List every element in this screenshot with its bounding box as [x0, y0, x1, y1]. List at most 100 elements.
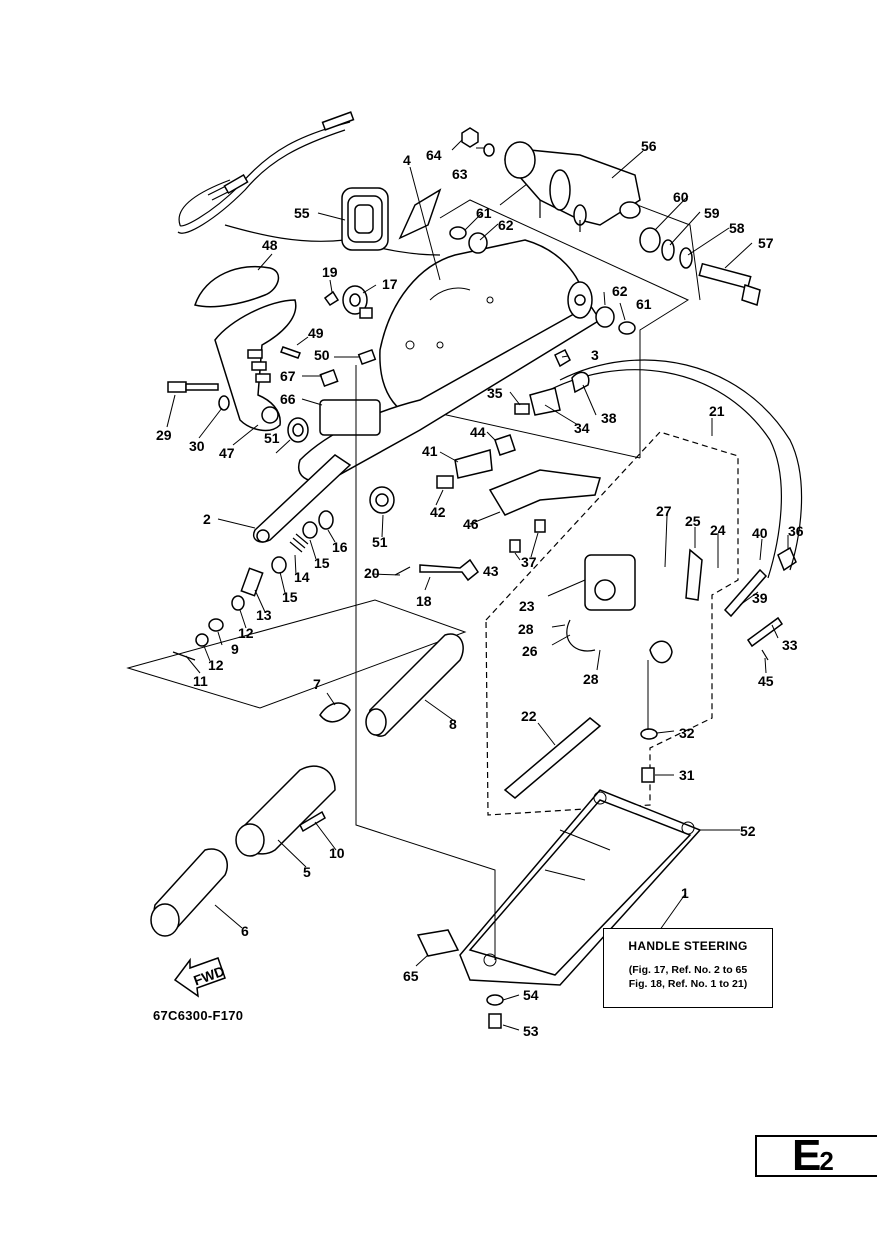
grip-8: [365, 633, 464, 737]
callout-27: 27: [656, 503, 672, 519]
screw-49: [280, 346, 301, 359]
shift-cables: [539, 359, 803, 579]
clamp-42: [436, 475, 454, 489]
shift-rod-22: [503, 717, 602, 799]
washer-61-top: [449, 226, 467, 240]
cam-25: [685, 548, 703, 601]
callout-53: 53: [523, 1023, 539, 1039]
callout-54: 54: [523, 987, 539, 1003]
callout-11: 11: [193, 673, 208, 689]
callout-34: 34: [574, 420, 590, 436]
info-box-note-1: (Fig. 17, Ref. No. 2 to 65: [628, 964, 748, 976]
part-15b: [271, 556, 287, 574]
tiller-arm-2: [253, 454, 352, 543]
callout-16: 16: [332, 539, 348, 555]
callout-2: 2: [203, 511, 211, 527]
callout-14: 14: [294, 569, 310, 585]
shift-bracket-23: [584, 554, 636, 611]
washer-61-right: [618, 321, 636, 335]
callout-46: 46: [463, 516, 479, 532]
callout-20: 20: [364, 565, 380, 581]
part-12a: [231, 595, 245, 611]
pin-11: [172, 651, 196, 661]
part-12b: [195, 633, 209, 647]
callout-5: 5: [303, 864, 311, 880]
clamp-35: [514, 403, 530, 415]
cable-end-33: [746, 616, 784, 648]
bottom-cover-52: [459, 789, 702, 986]
upper-bracket-56: [504, 141, 641, 232]
washer-58: [679, 247, 693, 269]
bracket-66: [319, 399, 381, 436]
callout-21: 21: [709, 403, 725, 419]
plate-50: [357, 348, 377, 366]
part-7: [319, 702, 351, 723]
callout-23: 23: [519, 598, 535, 614]
screw-19: [323, 290, 340, 307]
callout-33: 33: [782, 637, 798, 653]
page-id-number: 2: [819, 1146, 834, 1176]
callout-62b: 62: [612, 283, 628, 299]
page-id-letter: E: [792, 1131, 821, 1180]
callout-9: 9: [231, 641, 239, 657]
tiller-group-outline: [126, 599, 467, 709]
part-9: [208, 618, 224, 632]
callout-28b: 28: [583, 671, 599, 687]
handle-steering-info-box: HANDLE STEERING (Fig. 17, Ref. No. 2 to …: [603, 928, 773, 1008]
callout-37: 37: [521, 554, 537, 570]
frame-outline: [414, 199, 690, 459]
callout-17: 17: [382, 276, 398, 292]
bushing-60: [639, 227, 661, 253]
callout-labels: 1 2 3 4 5 6 7 8 9 10 11 12 12 13 14 15 1…: [156, 138, 804, 1039]
page-id-box: E2: [755, 1131, 877, 1180]
callout-42: 42: [430, 504, 446, 520]
pin-18: [419, 558, 480, 582]
cable-shift-40: [723, 568, 768, 618]
callout-38: 38: [601, 410, 617, 426]
tiller-small-parts: [172, 510, 334, 661]
bushing-51-left: [287, 417, 309, 443]
callout-44: 44: [470, 424, 486, 440]
callout-61a: 61: [476, 205, 492, 221]
bolt-29: [167, 381, 219, 393]
bushing-51-right: [369, 486, 395, 514]
fwd-arrow: FWD: [173, 957, 227, 998]
callout-8: 8: [449, 716, 457, 732]
callout-29: 29: [156, 427, 172, 443]
callout-leaders: [166, 139, 789, 1031]
bolt-3: [554, 348, 571, 368]
link-26: [566, 619, 596, 652]
part-13: [240, 567, 264, 597]
bolt-37: [534, 519, 546, 533]
throttle-cables: [177, 111, 441, 256]
callout-50: 50: [314, 347, 330, 363]
callout-40: 40: [752, 525, 768, 541]
callout-12a: 12: [208, 657, 224, 673]
callout-24: 24: [710, 522, 726, 538]
callout-62a: 62: [498, 217, 514, 233]
screw-10: [299, 810, 326, 833]
callout-10: 10: [329, 845, 345, 861]
callout-47: 47: [219, 445, 235, 461]
grip-5: [235, 765, 336, 857]
callout-30: 30: [189, 438, 205, 454]
callout-57: 57: [758, 235, 774, 251]
callout-7: 7: [313, 676, 321, 692]
grip-6: [150, 848, 228, 937]
bracket-34: [529, 387, 561, 416]
plate-67: [319, 369, 339, 387]
callout-55: 55: [294, 205, 310, 221]
callout-18: 18: [416, 593, 432, 609]
callout-61b: 61: [636, 296, 652, 312]
plate-41: [454, 449, 493, 479]
holder-44: [494, 434, 516, 456]
part-16: [318, 510, 334, 530]
callout-12b: 12: [238, 625, 254, 641]
callout-64: 64: [426, 147, 442, 163]
callout-58: 58: [729, 220, 745, 236]
callout-41: 41: [422, 443, 438, 459]
page-id: E2: [792, 1131, 834, 1181]
washer-30: [218, 395, 230, 411]
cable-holder-17: [342, 285, 373, 319]
